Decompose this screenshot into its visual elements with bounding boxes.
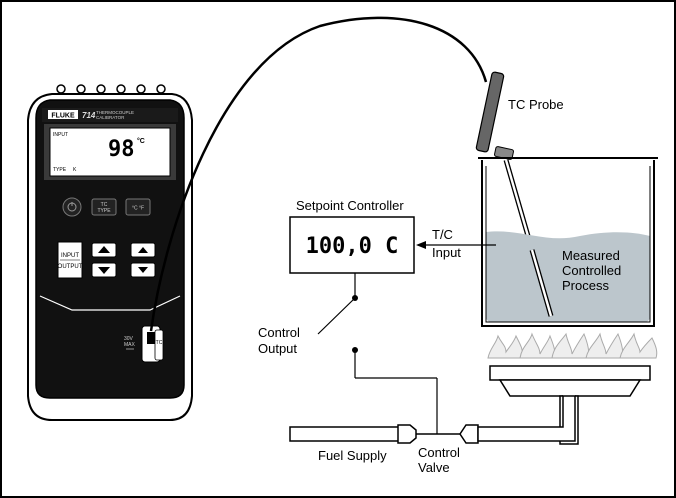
burner-feed-pipe <box>477 395 576 442</box>
control-output-label-2: Output <box>258 341 297 356</box>
process-label-2: Controlled <box>562 263 621 278</box>
power-button[interactable] <box>62 197 82 217</box>
down-arrow-icon <box>98 267 110 274</box>
process-label-3: Process <box>562 278 609 293</box>
tc-probe-label: TC Probe <box>508 97 564 112</box>
process-liquid <box>486 231 650 322</box>
lcd-type-label: TYPE <box>53 167 67 173</box>
up-arrow-icon <box>138 247 148 253</box>
jack-label-tc: TC <box>156 340 163 346</box>
fuel-supply-label: Fuel Supply <box>318 448 387 463</box>
brand-name: FLUKE <box>51 113 75 120</box>
tc-input-label-1: T/C <box>432 227 453 242</box>
valve-body-left <box>397 424 417 444</box>
lcd-value: 98 <box>108 137 135 162</box>
lower-divider <box>39 295 181 311</box>
jack-label-1: 30V <box>124 336 134 342</box>
probe-handle <box>475 71 505 153</box>
beaker-wall <box>481 160 655 327</box>
setpoint-controller-label: Setpoint Controller <box>296 198 404 213</box>
control-output-switch <box>317 273 438 434</box>
tc-input-label-2: Input <box>432 245 461 260</box>
arrow-keys <box>91 242 156 278</box>
setpoint-controller <box>289 216 415 274</box>
input-key-label: INPUT <box>61 253 79 259</box>
fluke-calibrator: FLUKE 714 THERMOCOUPLE CALIBRATOR INPUT … <box>27 84 193 421</box>
fuel-pipes <box>289 395 576 444</box>
switch-blade <box>317 297 356 335</box>
down-arrow-icon <box>138 267 148 273</box>
units-key-label: °C °F <box>132 206 144 212</box>
burner-flames <box>487 332 658 359</box>
lcd-screen <box>49 127 171 177</box>
lcd-mode: INPUT <box>53 132 68 138</box>
controller-display: 100,0 C <box>306 234 399 259</box>
tc-type-key-label-1: TC <box>101 202 108 208</box>
fuel-supply-pipe <box>289 426 401 442</box>
tc-type-key[interactable] <box>91 198 117 216</box>
model-subtitle-1: THERMOCOUPLE <box>96 110 134 115</box>
units-key[interactable] <box>125 198 151 216</box>
model-subtitle-2: CALIBRATOR <box>96 115 125 120</box>
process-label-1: Measured <box>562 248 620 263</box>
tc-type-key-label-2: TYPE <box>97 208 111 214</box>
control-output-label-1: Control <box>258 325 300 340</box>
model-number: 714 <box>82 111 96 120</box>
lcd-type-value: K <box>73 167 77 173</box>
tc-input-arrow-icon <box>416 241 426 249</box>
beaker <box>478 157 658 327</box>
tc-cable <box>149 16 488 332</box>
control-valve-label-1: Control <box>418 445 460 460</box>
lcd-unit: °C <box>137 137 145 145</box>
control-valve-label-2: Valve <box>418 460 450 475</box>
brand-badge <box>48 110 78 119</box>
up-arrow-icon <box>98 246 110 253</box>
output-key-label: OUTPUT <box>58 264 83 270</box>
jack-label-2: MAX <box>124 342 136 348</box>
